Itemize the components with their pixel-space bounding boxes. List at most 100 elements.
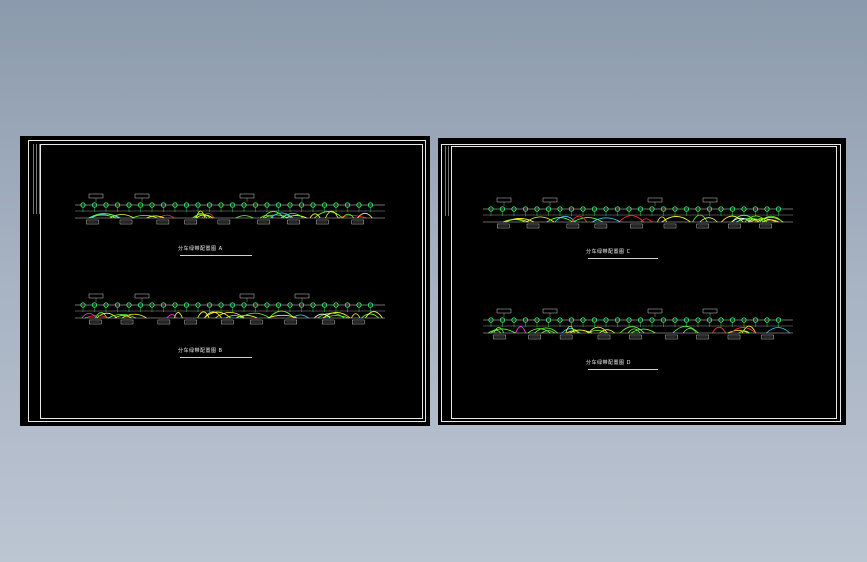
plant-label-box	[250, 319, 263, 325]
shrub-mound	[672, 326, 699, 334]
shrub-mound	[197, 311, 210, 319]
sheet-outer-frame	[28, 140, 426, 422]
shrub-mound	[487, 328, 516, 334]
plant-label-box	[89, 319, 102, 325]
shrub-mound	[342, 213, 355, 219]
shrub-mound	[270, 212, 294, 219]
drawing-sheet-right[interactable]: 分车绿带配置图 C 分车绿带配置图 D	[438, 138, 846, 425]
plant-label-box	[566, 223, 580, 229]
sheet-outer-frame	[441, 144, 841, 422]
sheet-inner-frame	[451, 146, 837, 419]
shrub-mound	[588, 326, 608, 334]
shrub-mound	[322, 312, 351, 319]
shrub-mound	[730, 327, 757, 334]
shrub-mound	[357, 212, 373, 219]
shrub-mound	[166, 314, 177, 319]
plant-label-box	[663, 223, 677, 229]
label-tag	[702, 197, 718, 203]
shrub-mound	[309, 213, 321, 219]
shrub-mound	[325, 210, 339, 219]
plant-label-box	[727, 334, 741, 340]
shrub-mound	[526, 216, 555, 223]
shrub-mound	[314, 211, 343, 219]
plant-label-box	[696, 334, 709, 340]
shrub-mound	[534, 327, 558, 334]
caption-underline	[180, 255, 252, 256]
plant-label-box	[157, 319, 171, 325]
elevation-drawing-d[interactable]	[483, 306, 793, 352]
shrub-mound	[546, 217, 573, 223]
shrub-mound	[682, 327, 697, 334]
label-tag	[88, 193, 104, 199]
shrub-mound	[656, 216, 667, 223]
label-tag	[134, 293, 150, 299]
shrub-mound	[201, 212, 215, 219]
shrub-mound	[264, 214, 288, 219]
shrub-mound	[194, 213, 208, 219]
shrub-mound	[365, 311, 383, 319]
shrub-mound	[107, 314, 136, 319]
shrub-mound	[541, 330, 555, 334]
shrub-mound	[599, 329, 615, 334]
shrub-mound	[225, 315, 244, 319]
shrub-mound	[627, 328, 641, 334]
shrub-mound	[215, 312, 245, 319]
plant-label-box	[316, 219, 329, 225]
label-tag	[239, 193, 255, 199]
shrub-mound	[727, 330, 750, 334]
plant-label-box	[597, 334, 611, 340]
shrub-mound	[314, 313, 331, 319]
shrub-mound	[260, 215, 274, 219]
shrub-mound	[527, 328, 551, 334]
plant-label-box	[321, 319, 335, 325]
shrub-mound	[493, 327, 505, 334]
drawing-caption-c: 分车绿带配置图 C	[586, 249, 631, 255]
shrub-mound	[592, 217, 621, 223]
plant-label-box	[351, 219, 364, 225]
elevation-drawing-b[interactable]	[75, 291, 385, 339]
plant-label-box	[594, 223, 608, 229]
shrub-mound	[661, 216, 691, 223]
plant-label-box	[287, 219, 300, 225]
plant-label-box	[184, 219, 197, 225]
label-tag	[239, 293, 255, 299]
shrub-mound	[88, 213, 119, 219]
shrub-mound	[268, 310, 295, 319]
shrub-mound	[361, 313, 379, 319]
plant-label-box	[221, 319, 234, 325]
plant-label-box	[528, 334, 541, 340]
shrub-mound	[267, 314, 298, 319]
plant-label-box	[284, 319, 297, 325]
elevation-drawing-c[interactable]	[483, 195, 793, 241]
plant-label-box	[759, 223, 772, 229]
shrub-mound	[744, 215, 768, 223]
shrub-mound	[712, 326, 727, 334]
plant-label-box	[629, 334, 642, 340]
shrub-mound	[159, 214, 175, 219]
elevation-drawing-a[interactable]	[75, 191, 385, 239]
drawing-caption-b: 分车绿带配置图 B	[178, 348, 223, 354]
shrub-mound	[195, 214, 214, 219]
shrub-mound	[736, 218, 766, 223]
shrub-mound	[631, 328, 656, 334]
shrub-mound	[561, 328, 580, 334]
drawing-sheet-left[interactable]: 分车绿带配置图 A 分车绿带配置图 B	[20, 136, 430, 426]
shrub-mound	[565, 325, 575, 334]
label-tag	[134, 193, 150, 199]
label-tag	[496, 308, 512, 314]
shrub-mound	[84, 315, 110, 319]
shrub-mound	[351, 313, 361, 319]
plant-label-box	[86, 219, 99, 225]
shrub-mound	[699, 217, 718, 223]
shrub-mound	[235, 215, 254, 219]
plant-label-box	[217, 219, 231, 225]
shrub-mound	[95, 312, 108, 319]
shrub-mound	[573, 217, 603, 223]
shrub-mound	[490, 329, 502, 334]
shrub-mound	[618, 215, 645, 223]
shrub-mound	[515, 326, 527, 334]
plant-label-box	[696, 223, 710, 229]
shrub-mound	[731, 217, 751, 223]
shrub-mound	[280, 214, 292, 219]
plant-label-box	[120, 319, 134, 325]
